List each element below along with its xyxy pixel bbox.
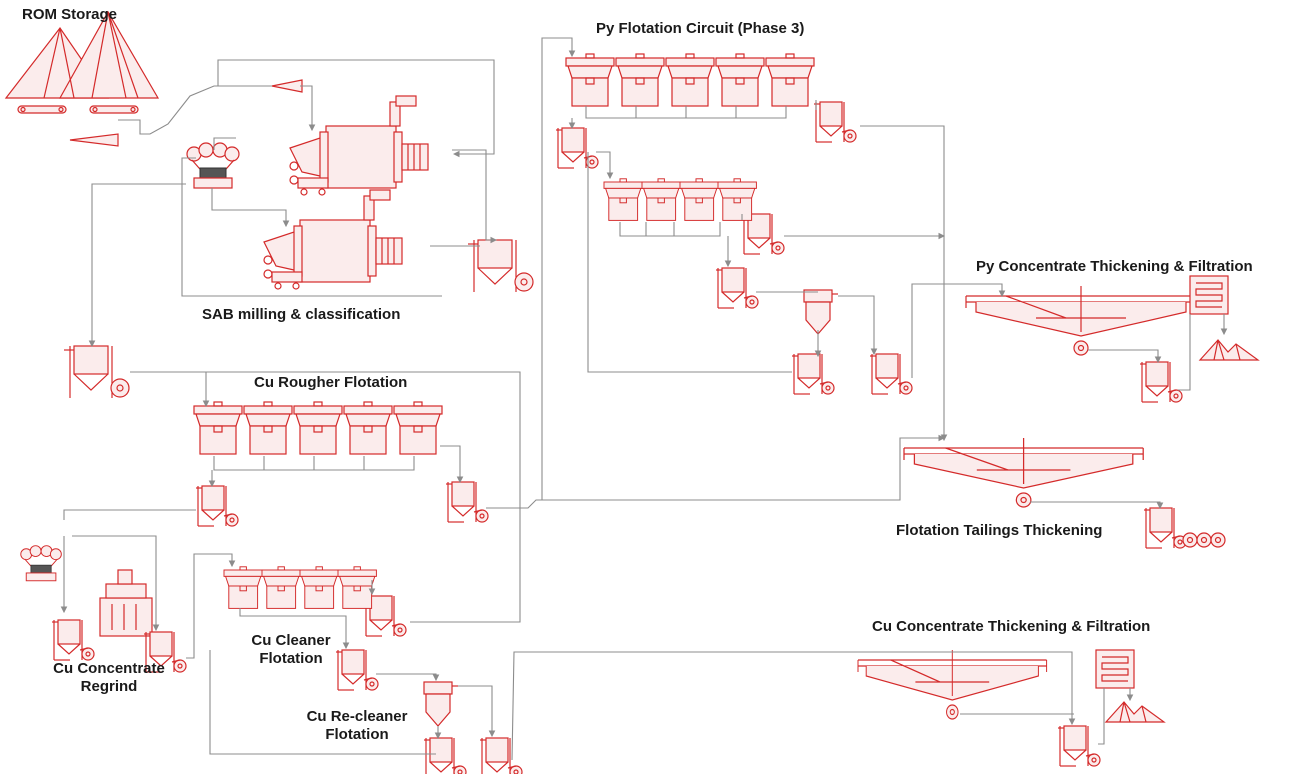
rom-conveyor-1: [17, 105, 67, 114]
regrind-mill: [99, 569, 153, 637]
label-cu-thickening: Cu Concentrate Thickening & Filtration: [872, 618, 1151, 635]
label-py-thickening: Py Concentrate Thickening & Filtration: [976, 258, 1253, 275]
py-rougher-cells: [565, 53, 815, 107]
label-flotation-tailings: Flotation Tailings Thickening: [896, 522, 1103, 539]
regrind-cyclones: [20, 545, 62, 582]
cyclone-cluster: [186, 142, 240, 189]
mill-discharge-hopper: [467, 239, 534, 293]
cu-cleaner-cells: [223, 566, 377, 609]
label-rom-storage: ROM Storage: [22, 6, 118, 23]
label-cu-regrind-line2: Regrind: [80, 678, 138, 695]
rom-stockpile: [4, 10, 160, 99]
cu-concentrate-thickener: [857, 649, 1048, 720]
label-cu-cleaner-line1: Cu Cleaner: [251, 632, 331, 649]
cu-rougher-con-pump: [195, 485, 239, 527]
rom-conveyor-2: [89, 105, 139, 114]
cu-filter-press: [1095, 649, 1135, 689]
label-cu-cleaner: Cu Cleaner Flotation: [236, 632, 346, 668]
cu-recleaner-tails-pump: [423, 737, 467, 774]
cu-thick-underflow-pump: [1057, 725, 1101, 767]
cu-rougher-tails-pump: [445, 481, 489, 523]
ball-mill-feed-chute: [271, 79, 303, 93]
label-sab-milling: SAB milling & classification: [202, 306, 401, 323]
py-filter-press: [1189, 275, 1229, 315]
cu-rougher-cells: [193, 401, 443, 455]
label-cu-recleaner: Cu Re-cleaner Flotation: [292, 708, 422, 744]
tailings-pumps: [1182, 532, 1226, 548]
sag-feed-chute: [69, 133, 119, 147]
py-concentrate-thickener: [965, 285, 1197, 356]
py-cleaner-cells: [603, 178, 757, 221]
cu-recleaner-column: [423, 681, 459, 727]
py-column-cell: [803, 289, 839, 335]
label-cu-cleaner-line2: Flotation: [259, 650, 323, 667]
label-cu-rougher: Cu Rougher Flotation: [254, 374, 408, 391]
label-cu-regrind-line1: Cu Concentrate: [53, 660, 165, 677]
label-cu-recleaner-line2: Flotation: [325, 726, 389, 743]
cu-concentrate-pile: [1105, 701, 1165, 723]
py-concentrate-pile: [1199, 339, 1259, 361]
regrind-cyclone-feed-pump: [51, 619, 95, 661]
py-cleaner-con-pump: [715, 267, 759, 309]
process-piping: [60, 37, 1228, 761]
label-py-flotation: Py Flotation Circuit (Phase 3): [596, 20, 805, 37]
py-column-tails-pump: [791, 353, 835, 395]
tailings-thickener: [903, 437, 1144, 508]
py-rougher-con-pump: [555, 127, 599, 169]
label-cu-regrind: Cu Concentrate Regrind: [44, 660, 174, 696]
label-cu-recleaner-line1: Cu Re-cleaner: [306, 708, 408, 725]
sag-mill: [289, 95, 429, 196]
py-tails-pump: [813, 101, 857, 143]
ball-mill: [263, 189, 403, 290]
cu-recleaner-con-pump: [479, 737, 523, 774]
rougher-feed-hopper: [63, 345, 130, 399]
py-column-con-pump: [869, 353, 913, 395]
py-thick-underflow-pump: [1139, 361, 1183, 403]
tailings-thick-underflow-pump: [1143, 507, 1187, 549]
